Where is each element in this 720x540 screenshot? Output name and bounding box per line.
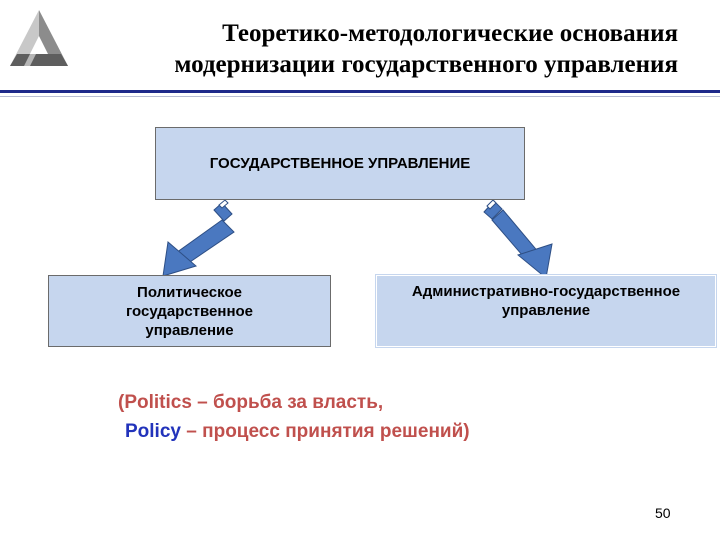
note-policy-definition: – процесс принятия решений) bbox=[180, 421, 470, 442]
slide-title: Теоретико-методологические основания мод… bbox=[80, 18, 678, 80]
page-number: 50 bbox=[655, 505, 671, 521]
penrose-triangle-logo bbox=[10, 10, 68, 66]
note-line-policy: Policy – процесс принятия решений) bbox=[118, 417, 470, 446]
box-administrative-line-1: Административно-государственное bbox=[411, 283, 681, 300]
politics-policy-note: (Politics – борьба за власть, Policy – п… bbox=[118, 388, 470, 446]
slide-title-line-1: Теоретико-методологические основания bbox=[222, 20, 678, 47]
arrow-to-right-box bbox=[483, 199, 553, 279]
box-administrative-line-2: управление bbox=[501, 302, 591, 319]
box-political-line-2: государственное bbox=[125, 302, 254, 320]
slide-title-line-2: модернизации государственного управления bbox=[174, 51, 678, 78]
arrow-to-left-box bbox=[162, 199, 235, 277]
box-state-governance: ГОСУДАРСТВЕННОЕ УПРАВЛЕНИЕ bbox=[155, 127, 525, 200]
note-term-policy: Policy bbox=[125, 421, 181, 442]
box-state-governance-label: ГОСУДАРСТВЕННОЕ УПРАВЛЕНИЕ bbox=[209, 155, 471, 172]
note-line-politics: (Politics – борьба за власть, bbox=[118, 392, 384, 413]
box-administrative-governance: Административно-государственное управлен… bbox=[376, 275, 716, 347]
header-rule bbox=[0, 90, 720, 93]
box-political-line-3: управление bbox=[145, 321, 234, 339]
box-political-line-1: Политическое bbox=[137, 283, 242, 301]
box-political-governance: Политическое государственное управление bbox=[48, 275, 331, 347]
header-rule-thin bbox=[0, 96, 720, 97]
